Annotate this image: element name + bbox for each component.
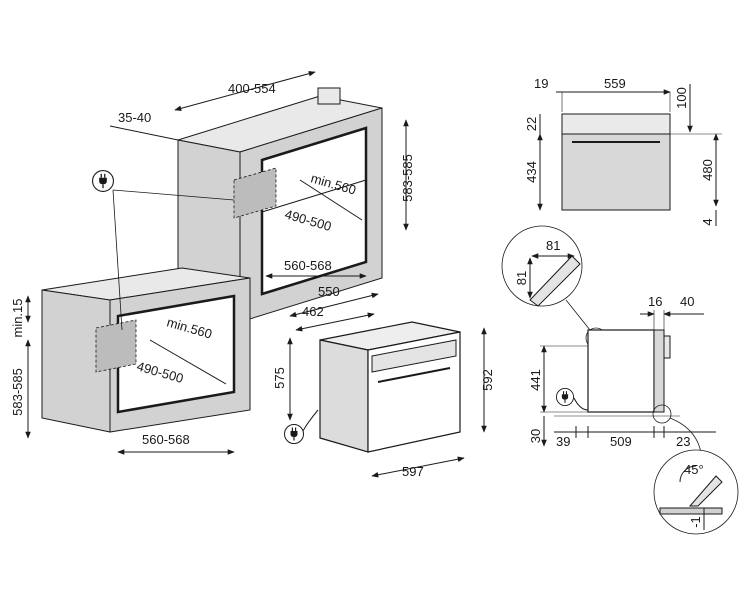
dim-side-gap-line (109, 125, 179, 141)
column-socket-zone (233, 167, 277, 219)
side-view: 81 81 16 40 441 30 39 509 23 (501, 225, 739, 535)
front-width: 559 (604, 76, 626, 91)
front-panel-height: 22 (524, 117, 539, 131)
side-handle (663, 335, 671, 359)
detail-gap: -1 (688, 516, 703, 528)
oven-body-height: 575 (272, 367, 287, 389)
detail-top-edge (529, 255, 581, 307)
counter-cutout-height: 583-585 (10, 368, 25, 416)
side-door-depth: 23 (676, 434, 690, 449)
column-top-ledge (317, 87, 341, 105)
counter-side (41, 289, 111, 433)
under-counter-unit: min.15 583-585 560-568 min.560 490-500 (10, 267, 251, 455)
column-cutout-width: 560-568 (284, 258, 332, 273)
detail-marker-bottom (652, 404, 672, 424)
oven-iso-panel (371, 339, 457, 373)
side-body (587, 329, 655, 413)
front-panel (561, 113, 671, 135)
counter-cutout-width: 560-568 (142, 432, 190, 447)
side-body-depth: 509 (610, 434, 632, 449)
side-right-offset: 40 (680, 294, 694, 309)
detail-angle: 45° (684, 462, 704, 477)
column-cavity (260, 126, 368, 296)
counter-cavity (116, 294, 236, 414)
dim-oven-width (371, 456, 465, 478)
oven-depth-inner: 462 (302, 304, 324, 319)
column-cutout-height: 583-585 (400, 154, 415, 202)
side-door-thickness: 16 (648, 294, 662, 309)
front-top-offset: 100 (674, 87, 689, 109)
plug-icon (556, 388, 574, 406)
counter-socket-zone (95, 319, 137, 373)
side-body-height: 441 (528, 369, 543, 391)
dim-depth-range (174, 70, 316, 112)
column-depth-range: 400-554 (228, 81, 276, 96)
detail-leader-top (565, 299, 591, 331)
oven-iso-handle (377, 367, 451, 383)
counter-min-gap: min.15 (10, 298, 25, 337)
oven-iso-side (319, 339, 369, 453)
side-cable (573, 397, 589, 411)
oven-front-height: 592 (480, 369, 495, 391)
side-bottom-height: 30 (528, 429, 543, 443)
oven-isometric: 550 462 575 592 597 (272, 284, 495, 479)
socket-leader-counter (112, 189, 123, 331)
side-door (653, 329, 665, 413)
plug-icon (284, 424, 304, 444)
detail-bottom-edge (688, 475, 723, 507)
counter-depth-diagonal (149, 339, 227, 385)
detail-circle-top (501, 225, 583, 307)
column-side-gap: 35-40 (118, 110, 151, 125)
front-right-height: 480 (700, 159, 715, 181)
oven-cable (301, 409, 319, 437)
detail-width: 81 (546, 238, 560, 253)
column-depth-diagonal (299, 179, 363, 221)
side-left-depth: 39 (556, 434, 570, 449)
socket-callout (92, 170, 235, 331)
dim-oven-depth-outer (289, 292, 379, 318)
front-view: 19 559 100 22 434 480 4 (524, 76, 722, 226)
front-bottom-offset: 4 (700, 218, 715, 225)
detail-angle-arc (679, 465, 697, 483)
front-left-offset: 19 (534, 76, 548, 91)
detail-floor (659, 507, 723, 515)
dim-oven-depth-inner (295, 312, 375, 332)
socket-leader-column (112, 189, 235, 201)
detail-height: 81 (514, 271, 529, 285)
column-cavity-line (261, 179, 367, 213)
front-body-height: 434 (524, 161, 539, 183)
plug-icon (92, 170, 114, 192)
column-unit: 400-554 35-40 583-585 560-568 min.560 49… (109, 70, 415, 323)
oven-front-width: 597 (402, 464, 424, 479)
oven-depth-outer: 550 (318, 284, 340, 299)
